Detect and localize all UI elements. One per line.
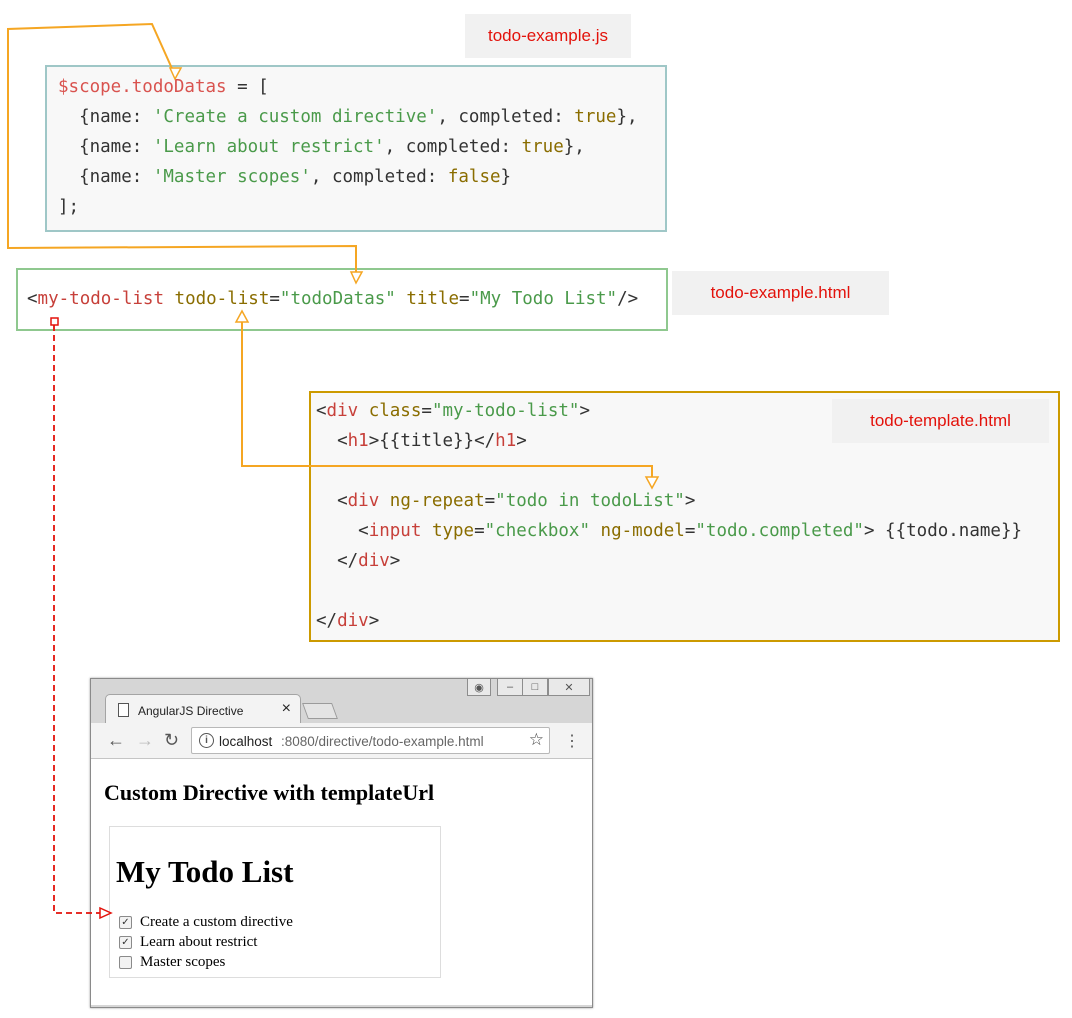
todo-list-component: My Todo List ✓ Create a custom directive…	[109, 826, 441, 978]
todo-item: ✓ Create a custom directive	[119, 914, 293, 931]
address-bar[interactable]: i localhost :8080/directive/todo-example…	[191, 727, 550, 754]
tpl-name-expr: {{todo.name}}	[885, 521, 1023, 541]
js-line-5: ];	[58, 197, 80, 217]
browser-window: ◉ – □ ✕ AngularJS Directive × ← → ↻ i lo…	[90, 678, 593, 1008]
todo-label: Create a custom directive	[140, 914, 293, 930]
js-line-3: {name: 'Learn about restrict', completed…	[79, 137, 585, 157]
url-host: localhost	[219, 734, 273, 749]
js-item-completed: false	[447, 167, 501, 187]
maximize-button[interactable]: □	[522, 679, 548, 696]
js-code-block: $scope.todoDatas = [ {name: 'Create a cu…	[45, 65, 667, 232]
forward-arrow-icon[interactable]: →	[136, 730, 154, 750]
html-attr-todo-list: todo-list	[174, 289, 270, 309]
js-item-name: 'Learn about restrict'	[152, 137, 385, 157]
todo-item: Master scopes	[119, 954, 225, 971]
tpl-line-5: <input type="checkbox" ng-model="todo.co…	[358, 521, 1023, 541]
tab-angularjs-directive[interactable]: AngularJS Directive ×	[105, 694, 301, 724]
todo-checkbox[interactable]: ✓	[119, 936, 132, 949]
page-viewport: Custom Directive with templateUrl My Tod…	[91, 759, 592, 1005]
html-file-label: todo-example.html	[672, 271, 889, 315]
bookmark-star-icon[interactable]: ☆	[528, 730, 544, 749]
js-line-1: $scope.todoDatas = [	[58, 77, 269, 97]
tpl-line-6: </div>	[337, 551, 401, 571]
tpl-type-value: "checkbox"	[484, 521, 590, 541]
todo-checkbox[interactable]: ✓	[119, 916, 132, 929]
todo-label: Master scopes	[140, 954, 226, 970]
minimize-button[interactable]: –	[497, 679, 523, 696]
new-tab-button[interactable]	[302, 703, 338, 719]
html-attr-value-todo-list: "todoDatas"	[279, 289, 396, 309]
html-line: <my-todo-list todo-list="todoDatas" titl…	[27, 289, 639, 309]
todo-checkbox[interactable]	[119, 956, 132, 969]
tpl-model-value: "todo.completed"	[695, 521, 864, 541]
js-line-4: {name: 'Master scopes', completed: false…	[79, 167, 512, 187]
info-icon[interactable]: i	[199, 733, 214, 748]
tpl-line-4: <div ng-repeat="todo in todoList">	[337, 491, 696, 511]
todo-list-title: My Todo List	[116, 854, 294, 889]
url-path: :8080/directive/todo-example.html	[281, 734, 484, 749]
tab-close-icon[interactable]: ×	[281, 700, 291, 717]
js-file-label: todo-example.js	[465, 14, 631, 58]
js-item-suffix: },	[616, 107, 638, 127]
scope-var: $scope.todoDatas	[58, 77, 227, 97]
tpl-class-value: "my-todo-list"	[431, 401, 580, 421]
js-item-name: 'Master scopes'	[152, 167, 311, 187]
close-window-button[interactable]: ✕	[548, 679, 590, 696]
reload-icon[interactable]: ↻	[164, 730, 180, 750]
js-item-suffix: }	[500, 167, 512, 187]
tpl-title-expr: {{title}}	[379, 431, 475, 451]
js-item-completed: true	[574, 107, 617, 127]
document-icon	[118, 703, 129, 717]
menu-icon[interactable]: ⋮	[564, 733, 580, 750]
html-attr-value-title: "My Todo List"	[469, 289, 618, 309]
back-arrow-icon[interactable]: ←	[107, 730, 125, 750]
browser-titlebar: ◉ – □ ✕ AngularJS Directive ×	[91, 679, 592, 724]
js-item-name: 'Create a custom directive'	[152, 107, 438, 127]
template-code-block: todo-template.html <div class="my-todo-l…	[309, 391, 1060, 642]
html-code-block: <my-todo-list todo-list="todoDatas" titl…	[16, 268, 668, 331]
browser-toolbar: ← → ↻ i localhost :8080/directive/todo-e…	[91, 723, 592, 759]
html-tag-name: my-todo-list	[37, 289, 164, 309]
js-line-2: {name: 'Create a custom directive', comp…	[79, 107, 638, 127]
tpl-line-1: <div class="my-todo-list">	[316, 401, 590, 421]
tpl-repeat-value: "todo in todoList"	[495, 491, 685, 511]
html-attr-title: title	[406, 289, 460, 309]
todo-label: Learn about restrict	[140, 934, 258, 950]
tpl-line-8: </div>	[316, 611, 380, 631]
page-heading: Custom Directive with templateUrl	[104, 780, 435, 805]
template-file-label: todo-template.html	[832, 399, 1049, 443]
js-line-1-rest: = [	[226, 77, 269, 97]
js-item-completed: true	[521, 137, 564, 157]
profile-button[interactable]: ◉	[467, 679, 491, 696]
tpl-line-2: <h1>{{title}}</h1>	[337, 431, 527, 451]
todo-item: ✓ Learn about restrict	[119, 934, 257, 951]
js-item-suffix: },	[563, 137, 585, 157]
tab-title: AngularJS Directive	[138, 704, 244, 718]
